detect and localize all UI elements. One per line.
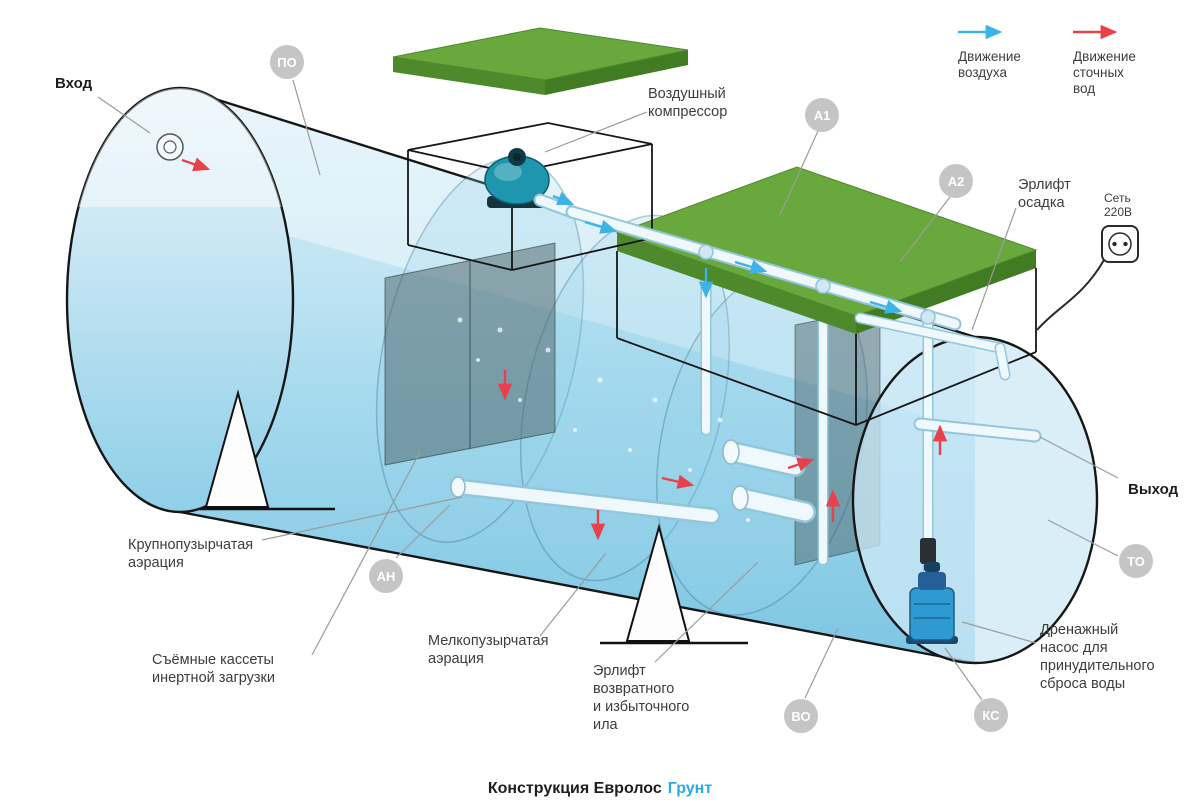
drain-pump-label: Дренажный насос для принудительного сбро… <box>1040 622 1155 692</box>
title-brand: Грунт <box>668 780 713 797</box>
compressor-box <box>407 122 653 271</box>
return-sludge-label: Эрлифт возвратного и избыточного ила <box>593 663 689 733</box>
badge-a1: А1 <box>805 98 839 132</box>
badge-to-label: ТО <box>1127 554 1145 569</box>
svg-text:принудительного: принудительного <box>1040 658 1155 674</box>
svg-text:и избыточного: и избыточного <box>593 699 689 715</box>
inlet-port <box>156 133 184 161</box>
legend-air-line1: Движение <box>958 49 1021 64</box>
inlet-label: Вход <box>55 75 93 92</box>
legend-waste-line2: сточных <box>1073 65 1124 80</box>
svg-text:220В: 220В <box>1104 205 1132 219</box>
fine-aeration-label: Мелкопузырчатая аэрация <box>428 633 548 667</box>
flow-arrows <box>181 157 948 541</box>
air-arrow-icon <box>552 191 575 206</box>
badge-a2-label: А2 <box>948 174 965 189</box>
legend-waste-line3: вод <box>1073 81 1095 96</box>
badge-to: ТО <box>1119 544 1153 578</box>
svg-text:инертной загрузки: инертной загрузки <box>152 670 275 686</box>
lid-small <box>392 27 689 95</box>
badge-po: ПО <box>270 45 304 79</box>
legend-waste-line1: Движение <box>1073 49 1136 64</box>
svg-text:Дренажный: Дренажный <box>1040 622 1118 638</box>
internal-pipes <box>450 439 816 525</box>
aeration-bubbles <box>457 317 750 522</box>
waste-arrow-icon <box>181 157 211 172</box>
badge-vo-label: ВО <box>791 709 810 724</box>
air-arrow-icon <box>734 259 768 274</box>
leader-lines <box>97 79 1119 701</box>
air-arrow-icon <box>869 299 903 314</box>
badge-ks-label: КС <box>982 708 1000 723</box>
svg-text:насос для: насос для <box>1040 640 1108 656</box>
power-label: Сеть 220В <box>1104 191 1132 219</box>
waste-arrow-icon <box>661 474 695 489</box>
compressor-label: Воздушный компрессор <box>648 86 727 120</box>
outlet-label: Выход <box>1128 481 1179 498</box>
svg-text:Сеть: Сеть <box>1104 191 1131 205</box>
check-valve <box>920 538 936 564</box>
sludge-airlift-label: Эрлифт осадка <box>1018 177 1071 211</box>
badge-ks: КС <box>974 698 1008 732</box>
riser-wireframe <box>616 251 1037 426</box>
svg-text:сброса воды: сброса воды <box>1040 676 1125 692</box>
tank-right-end-cap <box>851 335 1099 665</box>
svg-text:возвратного: возвратного <box>593 681 674 697</box>
legend-air-line2: воздуха <box>958 65 1007 80</box>
svg-text:аэрация: аэрация <box>128 555 184 571</box>
power-cable <box>1036 259 1105 331</box>
svg-text:Мелкопузырчатая: Мелкопузырчатая <box>428 633 548 649</box>
svg-text:Эрлифт: Эрлифт <box>593 663 646 679</box>
badge-a1-label: А1 <box>814 108 831 123</box>
coarse-aeration-label: Крупнопузырчатая аэрация <box>128 537 253 571</box>
badge-a2: А2 <box>939 164 973 198</box>
page-title: Конструкция Евролос Грунт <box>488 780 713 797</box>
badge-an: АН <box>369 559 403 593</box>
svg-text:Крупнопузырчатая: Крупнопузырчатая <box>128 537 253 553</box>
water-surface-band <box>180 88 975 430</box>
svg-text:аэрация: аэрация <box>428 651 484 667</box>
cassettes-label: Съёмные кассеты инертной загрузки <box>152 652 275 686</box>
compressor-unit <box>484 148 550 208</box>
waste-arrow-icon <box>787 457 815 472</box>
svg-text:ила: ила <box>593 717 619 733</box>
svg-text:осадка: осадка <box>1018 195 1066 211</box>
svg-text:Эрлифт: Эрлифт <box>1018 177 1071 193</box>
drain-pump <box>906 562 958 644</box>
title-prefix: Конструкция Евролос <box>488 780 662 797</box>
svg-text:компрессор: компрессор <box>648 104 727 120</box>
badge-an-label: АН <box>377 569 396 584</box>
power-socket-icon <box>1036 225 1139 331</box>
svg-text:Съёмные кассеты: Съёмные кассеты <box>152 652 274 668</box>
air-arrow-icon <box>584 219 618 234</box>
legend: Движение воздуха Движение сточных вод <box>958 24 1136 96</box>
badge-vo: ВО <box>784 699 818 733</box>
svg-text:Воздушный: Воздушный <box>648 86 726 102</box>
badge-po-label: ПО <box>277 55 296 70</box>
